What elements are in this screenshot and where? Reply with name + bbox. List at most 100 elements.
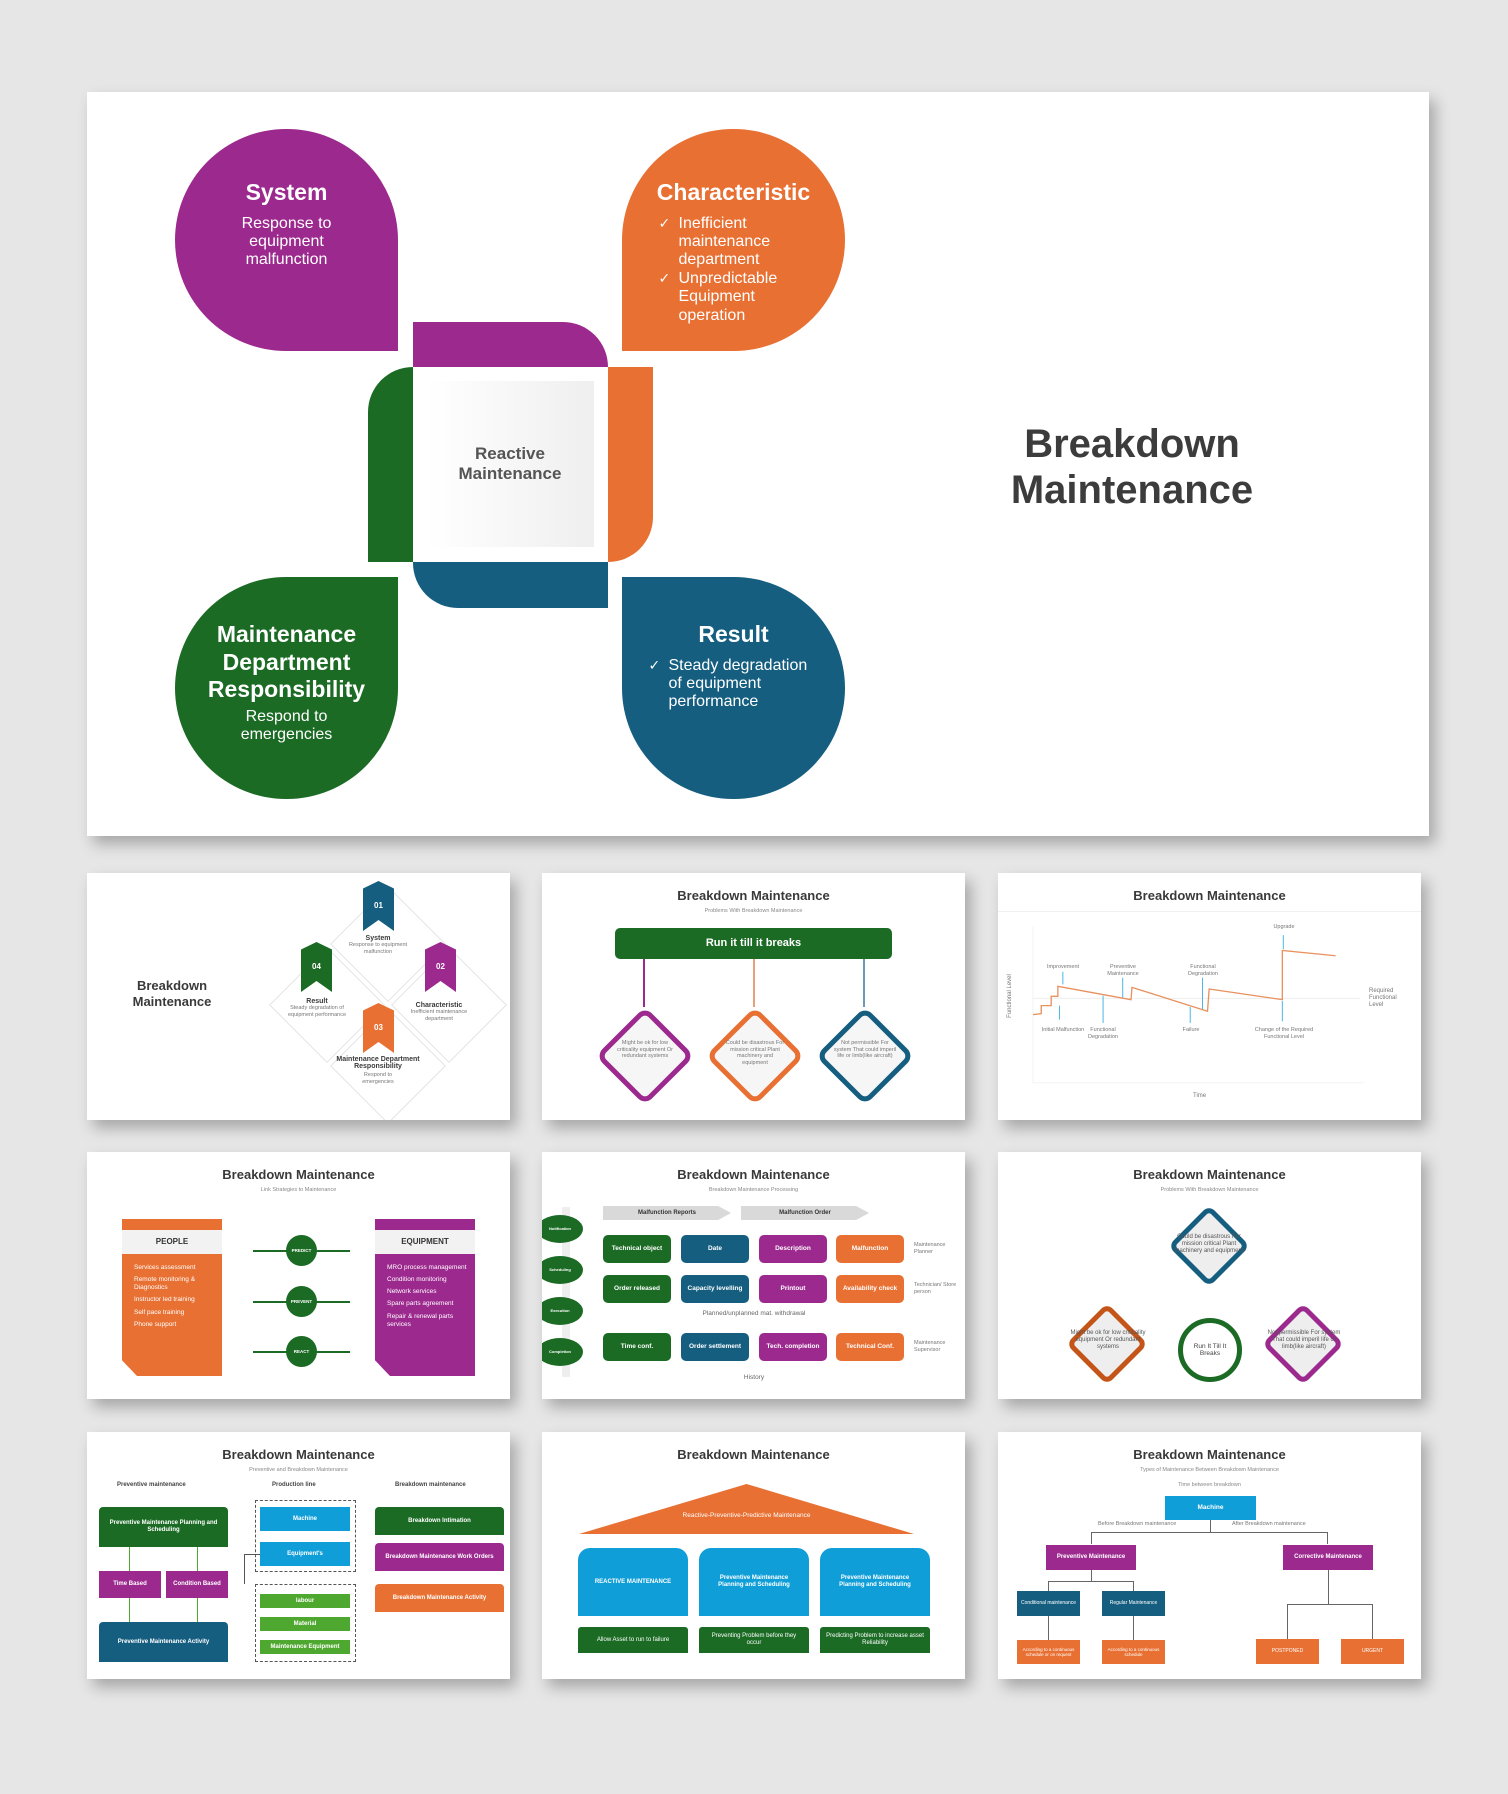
t7-machine: Machine: [260, 1507, 350, 1531]
t3-required-label: Required Functional Level: [1369, 988, 1397, 1009]
t4-subtitle: Link Strategies to Maintenance: [260, 1187, 337, 1193]
t9-preventive: Preventive Maintenance: [1046, 1545, 1136, 1570]
t9-cond-detail: According to a continuous schedule or on…: [1017, 1640, 1080, 1664]
maintenance-dept-text: Respond to emergencies: [240, 707, 333, 744]
t7-pm-activity: Preventive Maintenance Activity: [99, 1622, 228, 1662]
t5-role: Technician/ Store person: [914, 1282, 957, 1295]
t7-equipments: Equipment's: [260, 1542, 350, 1566]
t5-stage: Completion: [542, 1338, 583, 1366]
t5-stage-track: [562, 1207, 570, 1377]
t7-col-header: Production line: [272, 1482, 316, 1488]
t4-people-list: Services assessment Remote monitoring & …: [134, 1264, 219, 1329]
thumbnail-5[interactable]: Breakdown Maintenance Breakdown Maintena…: [542, 1152, 965, 1399]
t8-base: Preventing Problem before they occur: [699, 1627, 809, 1653]
t5-cell: Technical Conf.: [836, 1333, 904, 1361]
t4-equipment-item: Repair & renewal parts services: [387, 1312, 454, 1328]
t4-react-circle: REACT: [286, 1336, 317, 1367]
t7-resources-group: [255, 1584, 356, 1662]
t1-card-system: System Response to equipment malfunction: [338, 935, 418, 955]
t4-prevent-circle: PREVENT: [286, 1286, 317, 1317]
t7-title: Breakdown Maintenance: [222, 1447, 375, 1462]
characteristic-title: Characteristic: [656, 179, 811, 205]
t5-middle-note: Planned/unplanned mat. withdrawal: [702, 1310, 806, 1317]
t5-role: Maintenance Planner: [914, 1242, 946, 1255]
t8-base: Allow Asset to run to failure: [578, 1627, 688, 1653]
main-title: Breakdown Maintenance: [967, 412, 1297, 522]
t3-annotation: Initial Malfunction: [1041, 1027, 1085, 1033]
t7-col-header: Breakdown maintenance: [395, 1482, 466, 1488]
t2-connector: [643, 959, 645, 1007]
t5-cell: Description: [759, 1235, 827, 1263]
main-title-line: Breakdown: [1024, 422, 1240, 466]
t2-diamond-text: Could be disastrous For mission critical…: [725, 1040, 785, 1066]
t7-bd-work-orders: Breakdown Maintenance Work Orders: [375, 1543, 504, 1571]
t3-title: Breakdown Maintenance: [1133, 888, 1286, 903]
t5-cell: Date: [681, 1235, 749, 1263]
t4-equipment-item: Condition monitoring: [387, 1276, 447, 1284]
t2-subtitle: Problems With Breakdown Maintenance: [704, 908, 803, 914]
t7-pm-planning: Preventive Maintenance Planning and Sche…: [99, 1507, 228, 1547]
center-left-green: [368, 367, 413, 562]
t4-predict-circle: PREDICT: [286, 1235, 317, 1266]
t3-chart: [1032, 926, 1364, 1084]
maintenance-dept-title: Maintenance Department Responsibility: [208, 621, 365, 704]
title-line: Responsibility: [207, 676, 366, 703]
t7-connector: [129, 1547, 130, 1571]
t5-cell: Time conf.: [603, 1333, 671, 1361]
t9-title: Breakdown Maintenance: [1133, 1447, 1286, 1462]
t1-card-title: Maintenance Department Responsibility: [336, 1056, 420, 1070]
t1-card-result: Result Steady degradation of equipment p…: [287, 998, 347, 1018]
t4-equipment-header: EQUIPMENT: [375, 1230, 475, 1254]
t8-title: Breakdown Maintenance: [677, 1447, 830, 1462]
thumbnail-2[interactable]: Breakdown Maintenance Problems With Brea…: [542, 873, 965, 1120]
t1-card-title: System: [365, 935, 391, 942]
t7-connector: [129, 1598, 130, 1622]
t9-connector: [1091, 1570, 1092, 1581]
t3-annotation: Upgrade: [1273, 924, 1295, 930]
thumbnail-1[interactable]: Breakdown Maintenance 01 02 03 04 System…: [87, 873, 510, 1120]
t1-card-text: Respond to emergencies: [362, 1072, 394, 1085]
thumbnail-6[interactable]: Breakdown Maintenance Problems With Brea…: [998, 1152, 1421, 1399]
title-line: Maintenance: [216, 621, 357, 647]
t7-labour: labour: [260, 1594, 350, 1608]
t7-subtitle: Preventive and Breakdown Maintenance: [249, 1467, 348, 1473]
main-slide[interactable]: System Response to equipment malfunction…: [87, 92, 1429, 836]
t9-connector: [1091, 1532, 1328, 1544]
t1-card-text: Inefficient maintenance department: [410, 1009, 468, 1022]
t6-top-text: Could be disastrous For mission critical…: [1174, 1234, 1244, 1255]
t1-card-text: Response to equipment malfunction: [348, 942, 408, 955]
t4-people-header: PEOPLE: [122, 1230, 222, 1254]
t9-connector: [1048, 1616, 1049, 1640]
t3-annotation: Functional Degradation: [1188, 964, 1218, 977]
thumbnail-7[interactable]: Breakdown Maintenance Preventive and Bre…: [87, 1432, 510, 1679]
thumbnail-4[interactable]: Breakdown Maintenance Link Strategies to…: [87, 1152, 510, 1399]
thumbnail-8[interactable]: Breakdown Maintenance Reactive-Preventiv…: [542, 1432, 965, 1679]
thumbnail-9[interactable]: Breakdown Maintenance Types of Maintenan…: [998, 1432, 1421, 1679]
t4-people-item: Instructor led training: [134, 1296, 195, 1304]
t5-title: Breakdown Maintenance: [677, 1167, 830, 1182]
t1-card-characteristic: Characteristic Inefficient maintenance d…: [399, 1002, 479, 1022]
t4-people-item: Remote monitoring & Diagnostics: [134, 1276, 196, 1292]
t6-subtitle: Problems With Breakdown Maintenance: [1160, 1187, 1259, 1193]
t6-title: Breakdown Maintenance: [1133, 1167, 1286, 1182]
t3-annotation: Failure: [1182, 1027, 1200, 1033]
t9-connector: [1133, 1616, 1134, 1640]
thumbnail-3[interactable]: Breakdown Maintenance Functional Level T…: [998, 873, 1421, 1120]
t3-divider: [998, 911, 1421, 912]
t7-condition-based: Condition Based: [166, 1571, 228, 1598]
center-top-purple: [413, 322, 608, 367]
t7-bd-intimation: Breakdown Intimation: [375, 1507, 504, 1535]
system-text: Response to equipment malfunction: [241, 214, 332, 269]
characteristic-item: Unpredictable Equipment operation: [659, 270, 809, 325]
t7-connector: [197, 1598, 198, 1622]
t9-connector: [1048, 1581, 1134, 1591]
t5-cell: Order settlement: [681, 1333, 749, 1361]
result-petal: Result Steady degradation of equipment p…: [622, 577, 845, 799]
t7-material: Material: [260, 1617, 350, 1631]
t1-title-line: Maintenance: [132, 993, 212, 1009]
t2-banner: Run it till it breaks: [615, 928, 892, 959]
title-line: Department: [222, 648, 351, 675]
t1-title-line: Breakdown: [136, 978, 208, 993]
t7-col-header: Preventive maintenance: [117, 1482, 186, 1488]
center-label-line: Maintenance: [458, 464, 562, 483]
